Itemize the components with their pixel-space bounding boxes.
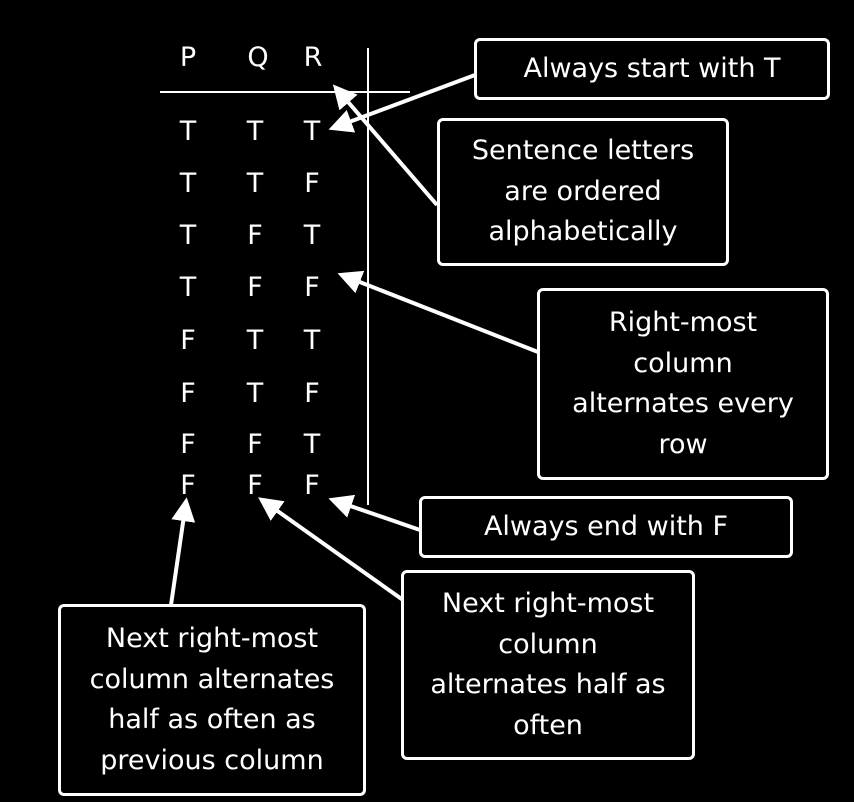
cell-r5-r: T bbox=[303, 325, 321, 356]
cell-r6-r: F bbox=[304, 378, 320, 409]
header-p: P bbox=[179, 42, 197, 73]
cell-r8-r: F bbox=[304, 470, 320, 501]
cell-r5-p: F bbox=[180, 325, 196, 356]
arrow-right-most bbox=[337, 270, 539, 354]
cell-r3-p: T bbox=[179, 220, 197, 251]
header-r: R bbox=[303, 42, 323, 73]
cell-r8-q: F bbox=[247, 470, 263, 501]
header-q: Q bbox=[247, 42, 269, 73]
cell-r7-q: F bbox=[247, 429, 263, 460]
cell-r6-p: F bbox=[180, 378, 196, 409]
arrow-start-t bbox=[328, 73, 476, 133]
cell-r2-r: F bbox=[304, 168, 320, 199]
cell-r5-q: T bbox=[246, 325, 264, 356]
cell-r7-r: T bbox=[303, 429, 321, 460]
cell-r8-p: F bbox=[180, 470, 196, 501]
cell-r7-p: F bbox=[180, 429, 196, 460]
cell-r4-p: T bbox=[179, 272, 197, 303]
cell-r1-p: T bbox=[179, 116, 197, 147]
cell-r2-p: T bbox=[179, 168, 197, 199]
callout-start-t: Always start with T bbox=[474, 38, 830, 100]
callout-right-most: Right-most column alternates every row bbox=[537, 288, 829, 480]
cell-r2-q: T bbox=[246, 168, 264, 199]
arrow-end-f bbox=[328, 494, 421, 532]
cell-r1-r: T bbox=[303, 116, 321, 147]
arrow-previous-half bbox=[169, 497, 196, 606]
callout-previous-half: Next right-most column alternates half a… bbox=[58, 604, 366, 796]
cell-r4-q: F bbox=[247, 272, 263, 303]
callout-next-half: Next right-most column alternates half a… bbox=[401, 570, 695, 760]
cell-r1-q: T bbox=[246, 116, 264, 147]
cell-r3-q: F bbox=[247, 220, 263, 251]
cell-r4-r: F bbox=[304, 272, 320, 303]
cell-r6-q: T bbox=[246, 378, 264, 409]
callout-end-f: Always end with F bbox=[419, 496, 793, 558]
arrow-next-half bbox=[258, 497, 405, 602]
callout-alphabetical: Sentence letters are ordered alphabetica… bbox=[437, 118, 729, 266]
arrow-alphabetical bbox=[332, 84, 439, 207]
cell-r3-r: T bbox=[303, 220, 321, 251]
